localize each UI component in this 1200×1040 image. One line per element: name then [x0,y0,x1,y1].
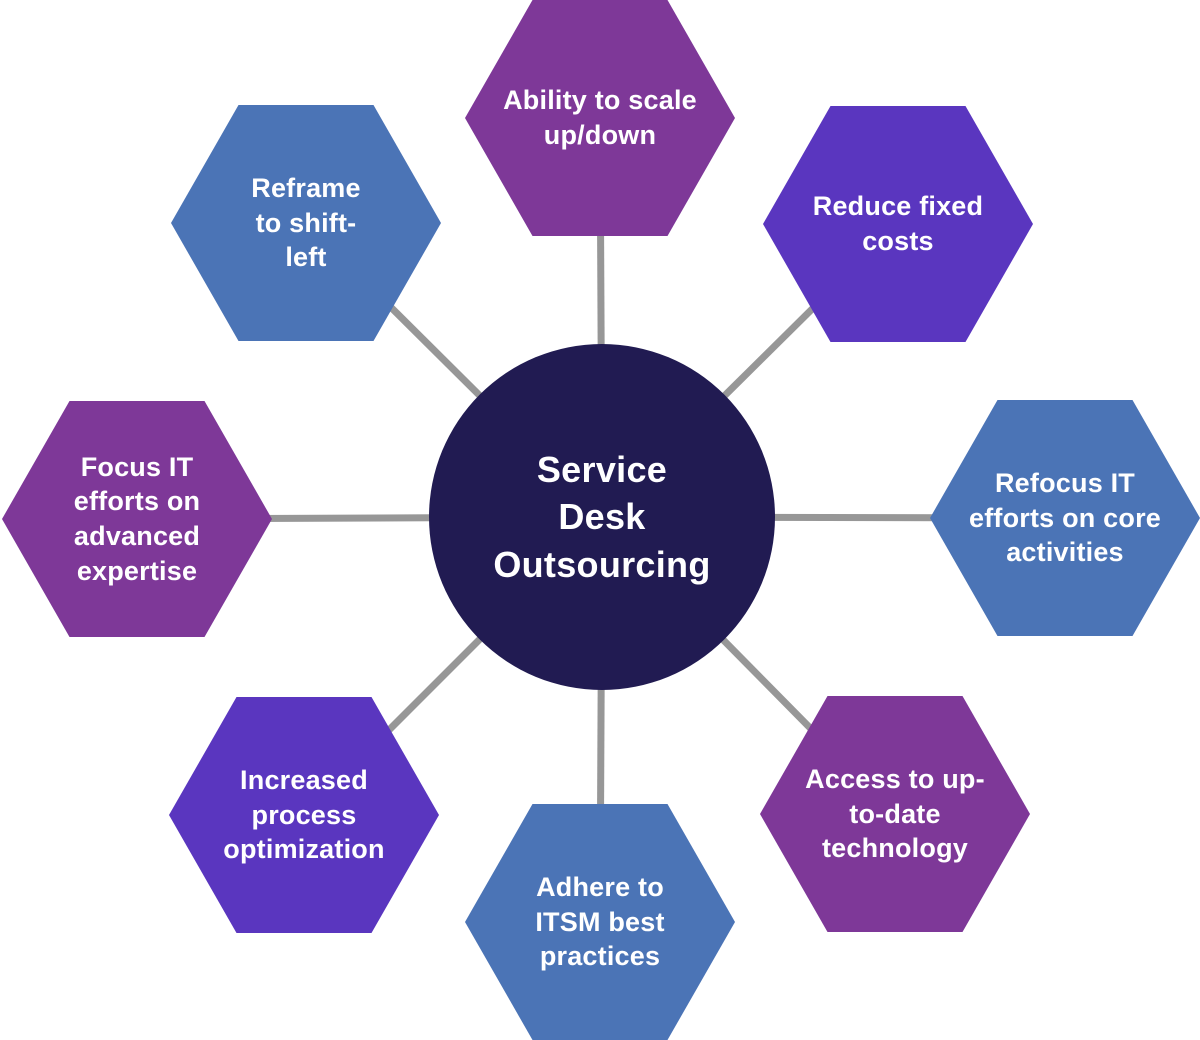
hex-node-reframe-shift-left: Reframe to shift- left [171,105,441,341]
hex-node-label: Focus IT efforts on advanced expertise [73,451,201,586]
hex-node-label: Access to up- to-date technology [805,764,985,864]
hex-node-focus-it-expertise: Focus IT efforts on advanced expertise [2,401,272,637]
hex-node-label: Ability to scale up/down [503,85,697,150]
hex-node-label: Increased process optimization [223,765,385,865]
hex-node-label: Adhere to ITSM best practices [535,872,665,972]
diagram-title: Service Desk Outsourcing [493,448,711,585]
center-hub-circle: Service Desk Outsourcing [429,344,775,690]
hex-node-label: Reduce fixed costs [812,191,984,256]
hex-node-label: Reframe to shift- left [251,173,361,273]
hex-node-label: Refocus IT efforts on core activities [968,468,1162,568]
